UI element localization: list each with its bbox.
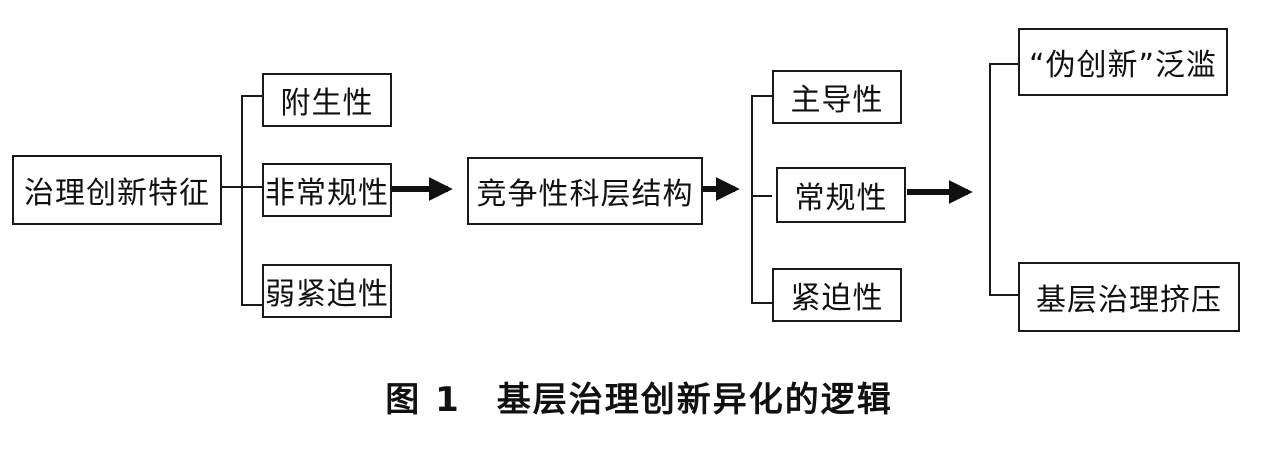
outcome-node-governance-squeeze: 基层治理挤压 bbox=[1018, 262, 1240, 332]
trait-node-attached: 附生性 bbox=[262, 73, 392, 127]
attribute-node-urgent: 紧迫性 bbox=[772, 268, 902, 322]
outcome-node-pseudo-innovation: “伪创新”泛滥 bbox=[1018, 28, 1228, 96]
structure-node: 竞争性科层结构 bbox=[467, 157, 703, 225]
attribute-node-dominant: 主导性 bbox=[772, 70, 902, 124]
trait-node-low-urgency: 弱紧迫性 bbox=[262, 264, 392, 318]
figure-caption: 图 1 基层治理创新异化的逻辑 bbox=[385, 380, 893, 420]
attributes-bracket bbox=[751, 95, 772, 304]
outcomes-bracket bbox=[989, 63, 1018, 296]
source-node: 治理创新特征 bbox=[12, 155, 222, 225]
trait-node-unconventional: 非常规性 bbox=[262, 163, 392, 217]
traits-bracket bbox=[241, 95, 262, 306]
attribute-node-routine: 常规性 bbox=[776, 167, 906, 223]
